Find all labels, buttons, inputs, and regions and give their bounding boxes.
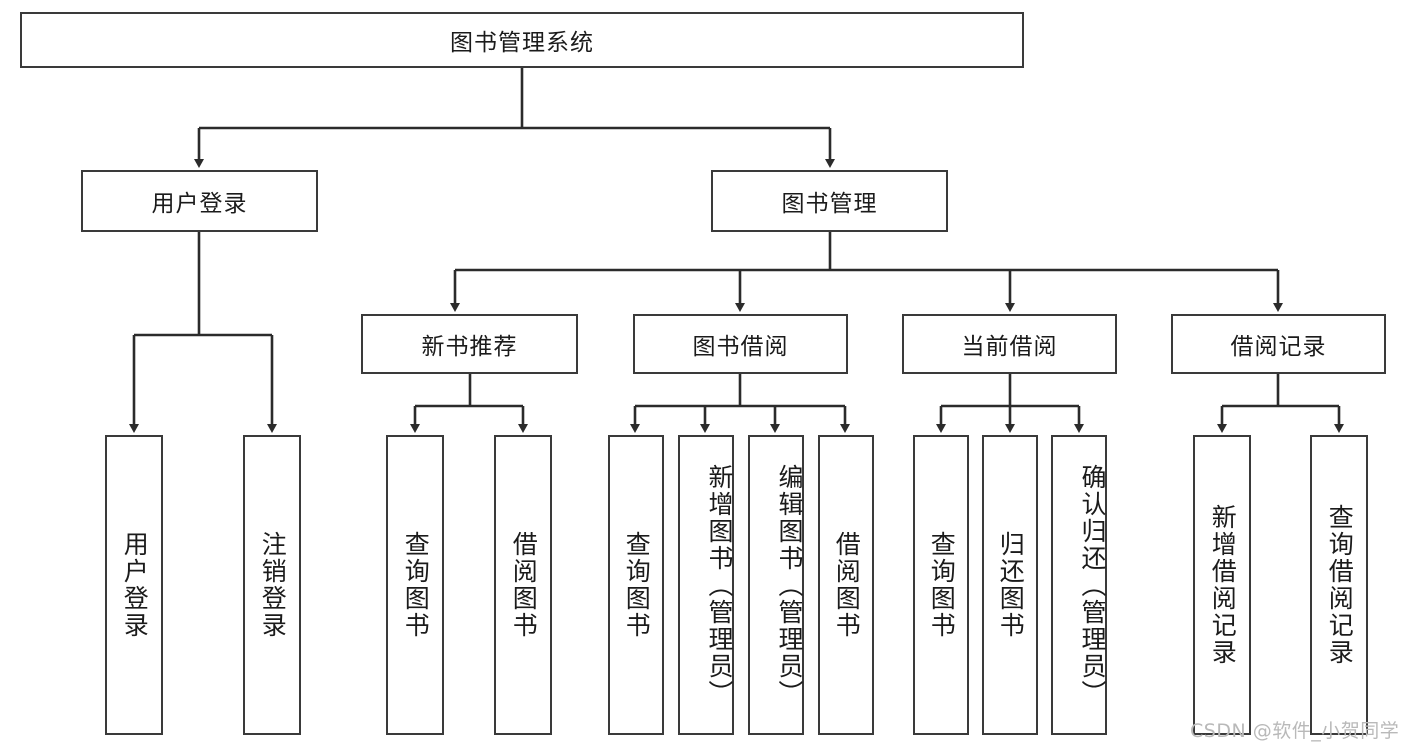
node-label: 查询图书 [401, 531, 431, 639]
node-label: 编辑图书（管理员） [775, 463, 804, 707]
leaf-current-confirm-return-admin[interactable]: 确认归还（管理员） [1051, 435, 1107, 735]
leaf-user-login-signout[interactable]: 注销登录 [243, 435, 301, 735]
leaf-record-query-borrow-record[interactable]: 查询借阅记录 [1310, 435, 1368, 735]
node-label: 借阅记录 [1230, 334, 1327, 360]
leaf-borrow-borrow-book[interactable]: 借阅图书 [818, 435, 874, 735]
node-user-login[interactable]: 用户登录 [81, 170, 318, 232]
node-book-management[interactable]: 图书管理 [711, 170, 948, 232]
leaf-borrow-add-book-admin[interactable]: 新增图书（管理员） [678, 435, 734, 735]
leaf-borrow-edit-book-admin[interactable]: 编辑图书（管理员） [748, 435, 804, 735]
watermark-text: CSDN @软件_小贺同学 [1190, 720, 1400, 742]
node-label: 查询图书 [927, 531, 957, 639]
node-book-borrow[interactable]: 图书借阅 [633, 314, 848, 374]
node-label: 新书推荐 [421, 334, 518, 360]
node-label: 确认归还（管理员） [1078, 463, 1107, 707]
node-label: 归还图书 [996, 531, 1026, 639]
leaf-current-query-book[interactable]: 查询图书 [913, 435, 969, 735]
leaf-new-book-query[interactable]: 查询图书 [386, 435, 444, 735]
node-borrow-record[interactable]: 借阅记录 [1171, 314, 1386, 374]
node-label: 图书管理系统 [450, 30, 594, 56]
node-label: 查询图书 [622, 531, 652, 639]
node-label: 新增图书（管理员） [705, 463, 734, 707]
node-label: 图书管理 [781, 191, 878, 217]
node-new-book-recommend[interactable]: 新书推荐 [361, 314, 578, 374]
node-current-borrow[interactable]: 当前借阅 [902, 314, 1117, 374]
node-label: 查询借阅记录 [1325, 504, 1355, 666]
csdn-watermark: CSDN @软件_小贺同学 [1190, 716, 1399, 743]
node-label: 新增借阅记录 [1208, 504, 1238, 666]
leaf-current-return-book[interactable]: 归还图书 [982, 435, 1038, 735]
node-label: 借阅图书 [509, 531, 539, 639]
leaf-new-book-borrow[interactable]: 借阅图书 [494, 435, 552, 735]
leaf-record-add-borrow-record[interactable]: 新增借阅记录 [1193, 435, 1251, 735]
leaf-borrow-query-book[interactable]: 查询图书 [608, 435, 664, 735]
node-label: 借阅图书 [832, 531, 862, 639]
node-label: 用户登录 [151, 191, 248, 217]
node-label: 当前借阅 [961, 334, 1058, 360]
node-label: 图书借阅 [692, 334, 789, 360]
node-root-book-management-system[interactable]: 图书管理系统 [20, 12, 1024, 68]
node-label: 用户登录 [120, 531, 150, 639]
node-label: 注销登录 [258, 531, 288, 639]
leaf-user-login-signin[interactable]: 用户登录 [105, 435, 163, 735]
